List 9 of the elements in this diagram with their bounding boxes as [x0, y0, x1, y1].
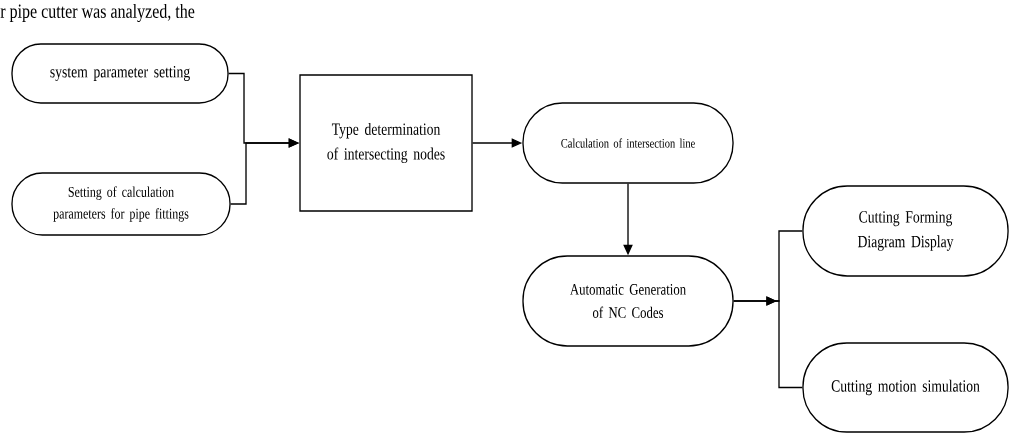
- process-terminal: Cutting motion simulation: [802, 342, 1009, 433]
- process-terminal: Automatic Generation of NC Codes: [522, 255, 734, 347]
- process-box: Type determination of intersecting nodes: [299, 74, 473, 212]
- running-text: r pipe cutter was analyzed, the: [0, 3, 195, 23]
- process-terminal: system parameter setting: [11, 43, 229, 104]
- arrow: [733, 296, 803, 389]
- process-terminal: Setting of calculation parameters for pipe fittings: [11, 172, 231, 236]
- process-terminal: Calculation of intersection line: [522, 102, 734, 184]
- process-terminal: Cutting Forming Diagram Display: [802, 185, 1009, 277]
